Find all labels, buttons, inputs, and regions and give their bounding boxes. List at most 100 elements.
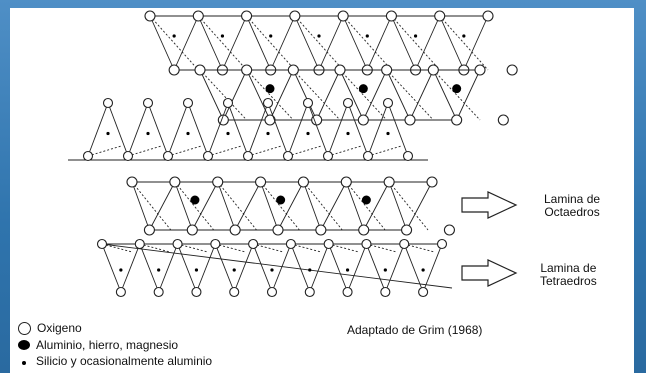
silicon-atom xyxy=(317,34,321,38)
silicon-atom xyxy=(106,131,110,136)
bond-line xyxy=(207,102,229,157)
oxygen-atom xyxy=(192,10,204,22)
bond-line xyxy=(339,69,364,121)
bond-line xyxy=(246,69,271,121)
bond-line xyxy=(207,145,242,157)
bond-line xyxy=(342,15,368,71)
oxygen-atom xyxy=(248,238,259,250)
bond-line xyxy=(107,102,129,157)
bond-line xyxy=(233,243,254,293)
oxygen-atom xyxy=(285,238,296,250)
bond-line xyxy=(127,145,162,157)
bond-line xyxy=(260,181,279,231)
bond-line xyxy=(87,145,122,157)
bond-line xyxy=(227,102,249,157)
oxygen-atom xyxy=(266,286,278,298)
bond-line xyxy=(387,102,409,157)
bond-line xyxy=(197,15,223,71)
source-credit: Adaptado de Grim (1968) xyxy=(347,323,483,337)
bond-line xyxy=(269,69,294,121)
bond-line xyxy=(328,243,360,253)
oxygen-atom xyxy=(264,114,276,126)
bond-line xyxy=(347,102,369,157)
oxygen-atom xyxy=(337,10,349,22)
tetrahedra-label: Lamina de Tetraedros xyxy=(540,261,597,288)
oxygen-atom xyxy=(497,114,509,126)
bond-line xyxy=(167,145,202,157)
bond-line xyxy=(404,243,435,253)
bond-line xyxy=(327,102,349,157)
bond-line xyxy=(199,69,224,121)
octahedral-sheet-drawing xyxy=(126,176,455,236)
bond-line xyxy=(388,181,429,231)
bond-line xyxy=(292,69,318,121)
silicon-atom xyxy=(226,131,230,136)
bond-line xyxy=(287,145,322,157)
legend-label: Silicio y ocasionalmente aluminio xyxy=(36,354,213,368)
aluminum-atom xyxy=(452,84,462,94)
oxygen-atom xyxy=(134,238,145,250)
bond-line xyxy=(439,15,489,71)
clay-structure-diagram xyxy=(68,10,518,298)
bond-line xyxy=(174,181,215,231)
bond-line xyxy=(167,102,189,157)
bond-line xyxy=(290,243,322,253)
oxygen-atom xyxy=(202,150,214,162)
tetrahedra-arrow xyxy=(461,259,518,287)
silicon-atom xyxy=(266,131,270,136)
bond-line xyxy=(131,181,172,231)
bond-line xyxy=(260,181,300,231)
oxygen-atom xyxy=(241,10,253,22)
silicon-atom xyxy=(308,268,312,272)
legend-aluminum: Aluminio, hierro, magnesio xyxy=(18,338,178,352)
silicon-atom xyxy=(220,34,225,38)
bond-line xyxy=(366,15,392,71)
oxygen-atom xyxy=(401,224,413,236)
bond-line xyxy=(384,243,405,293)
oxygen-atom xyxy=(182,97,194,109)
bond-line xyxy=(363,181,390,231)
oxygen-atom xyxy=(289,10,301,22)
oxygen-atom xyxy=(126,176,138,188)
oxygen-atom xyxy=(297,176,309,188)
bond-line xyxy=(139,243,160,293)
bond-line xyxy=(101,243,122,293)
oxygen-atom xyxy=(144,10,156,22)
oxygen-atom xyxy=(334,64,346,76)
bond-line xyxy=(439,15,465,71)
silicon-atom xyxy=(146,131,150,136)
bond-line xyxy=(222,15,247,71)
oxygen-atom xyxy=(115,286,126,298)
bond-line xyxy=(217,181,257,231)
bond-line xyxy=(277,181,304,231)
oxygen-atom xyxy=(242,150,254,162)
bond-line xyxy=(174,181,193,231)
aluminum-atom xyxy=(276,195,286,205)
diagram-panel: Lamina de Octaedros Lamina de Tetraedros… xyxy=(10,8,634,373)
oxygen-atom xyxy=(229,224,241,236)
bond-line xyxy=(342,15,392,71)
bond-line xyxy=(177,243,208,253)
filled-circle-icon xyxy=(18,340,30,350)
bond-line xyxy=(158,243,178,293)
bond-line xyxy=(391,15,441,71)
silicon-atom xyxy=(232,268,236,272)
bond-line xyxy=(271,243,292,293)
bond-line xyxy=(366,243,397,253)
bond-line xyxy=(433,69,481,121)
bond-line xyxy=(320,181,347,231)
oxygen-atom xyxy=(427,64,439,76)
oxygen-atom xyxy=(358,224,370,236)
open-circle-icon xyxy=(18,321,31,335)
oxygen-atom xyxy=(322,150,334,162)
bond-line xyxy=(173,15,199,71)
oxygen-atom xyxy=(418,286,429,298)
oxygen-atom xyxy=(143,224,155,236)
oxygen-atom xyxy=(222,97,234,109)
oxygen-atom xyxy=(451,114,463,126)
oxygen-atom xyxy=(282,150,294,162)
bond-line xyxy=(463,15,489,71)
bond-line xyxy=(149,15,199,71)
bond-line xyxy=(456,69,481,121)
oxygen-atom xyxy=(436,238,448,250)
